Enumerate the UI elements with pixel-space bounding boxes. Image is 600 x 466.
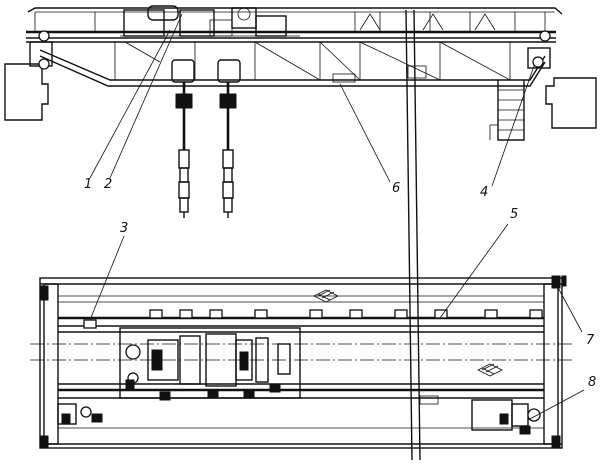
travel-drive bbox=[471, 399, 541, 435]
callout-label-6: 6 bbox=[392, 181, 400, 196]
elevation-view bbox=[4, 5, 597, 218]
break-lines bbox=[405, 9, 421, 461]
left-runway-beam bbox=[4, 63, 49, 121]
plan-view bbox=[30, 275, 575, 449]
callout-label-3: 3 bbox=[120, 221, 128, 236]
callout-label-5: 5 bbox=[510, 207, 518, 222]
operator-ladder bbox=[489, 80, 525, 141]
travel-drive-left bbox=[57, 403, 103, 425]
callout-leader-4 bbox=[491, 65, 535, 187]
callout-label-1: 1 bbox=[84, 177, 92, 192]
callout-leader-2 bbox=[109, 13, 183, 179]
callout-leader-5 bbox=[439, 223, 509, 319]
callout-label-2: 2 bbox=[104, 177, 112, 192]
hatched-plate-lower bbox=[477, 363, 503, 377]
end-truck-right bbox=[543, 283, 559, 445]
hook-right bbox=[217, 59, 241, 218]
trolley bbox=[120, 5, 300, 37]
callout-leader-7 bbox=[555, 283, 583, 333]
trolley-plan bbox=[119, 327, 301, 401]
right-end-carriage bbox=[527, 47, 551, 69]
girder-bottom-chord bbox=[39, 49, 546, 81]
callout-label-4: 4 bbox=[480, 185, 488, 200]
callout-leader-6 bbox=[339, 83, 391, 183]
end-truck-left bbox=[43, 283, 59, 445]
hatched-plate-upper bbox=[313, 289, 339, 303]
right-runway-beam bbox=[545, 77, 597, 129]
callout-leader-3 bbox=[89, 235, 125, 321]
bridge-frame-outline bbox=[39, 277, 563, 449]
callout-label-7: 7 bbox=[586, 333, 595, 348]
callout-leader-8 bbox=[527, 389, 585, 421]
callout-label-8: 8 bbox=[588, 375, 596, 390]
top-handrail bbox=[27, 7, 563, 15]
callout-leader-1 bbox=[89, 29, 171, 179]
hook-left bbox=[171, 59, 195, 218]
